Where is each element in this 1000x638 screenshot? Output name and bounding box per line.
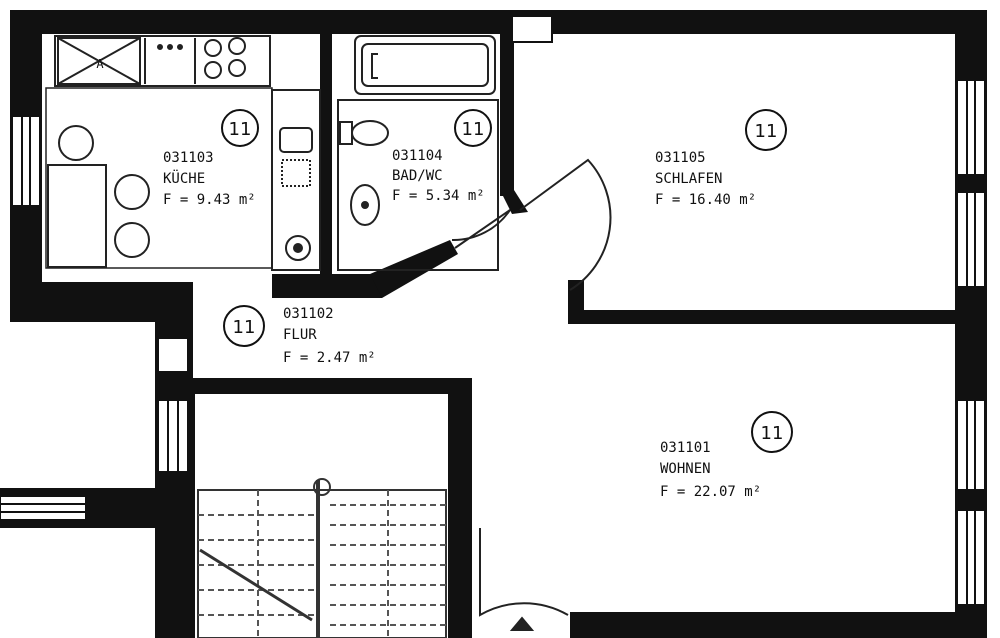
wall-bath-bedroom — [500, 34, 514, 196]
toilet-icon — [351, 120, 389, 146]
wall-bedroom-bottom — [572, 310, 957, 324]
windows — [0, 15, 986, 606]
room-badge-number: 11 — [755, 121, 778, 142]
kitchen-appliance-label: A — [96, 57, 104, 71]
door-bath — [451, 209, 511, 249]
room-area: F = 22.07 m² — [660, 484, 761, 500]
room-label-kueche: 11 031103 KÜCHE F = 9.43 m² — [163, 109, 259, 208]
window-bedroom-1 — [956, 79, 986, 176]
wash-basin-icon — [285, 235, 311, 261]
wall-bedroom-door-jamb — [568, 280, 584, 324]
kitchen-appliance-a — [57, 37, 141, 85]
room-badge — [751, 411, 793, 453]
wall-kitchen-bath — [320, 34, 332, 279]
kitchen-counter — [54, 35, 271, 87]
oven-knob-icon — [157, 44, 163, 50]
stove-burner-icon — [228, 59, 246, 77]
room-badge — [223, 305, 265, 347]
room-number: 031104 — [392, 148, 443, 164]
room-area: F = 2.47 m² — [283, 350, 376, 366]
room-badge — [221, 109, 259, 147]
room-area: F = 16.40 m² — [655, 192, 756, 208]
room-name: FLUR — [283, 327, 317, 343]
bathtub — [354, 35, 496, 95]
window-lower-left — [0, 495, 87, 521]
kitchen-fixtures: A — [45, 35, 321, 271]
wall-bath-bedroom-end — [500, 190, 528, 214]
room-name: WOHNEN — [660, 461, 711, 477]
room-badge — [454, 109, 492, 147]
dining-table — [47, 164, 107, 268]
chair-icon — [58, 125, 94, 161]
window-bedroom-2 — [956, 191, 986, 288]
oven-knob-icon — [167, 44, 173, 50]
room-number: 031102 — [283, 306, 334, 322]
window-flur — [157, 337, 189, 373]
room-badge — [745, 109, 787, 151]
oven-knob-icon — [177, 44, 183, 50]
bathroom-fixtures — [337, 35, 499, 271]
stair-frame — [197, 489, 447, 638]
sink-icon — [279, 127, 313, 153]
room-badge-number: 11 — [233, 317, 256, 338]
room-label-schlafen: 11 031105 SCHLAFEN F = 16.40 m² — [655, 109, 787, 208]
kitchen-side-counter — [271, 89, 321, 271]
stove-burner-icon — [228, 37, 246, 55]
bathroom-counter — [337, 99, 499, 271]
room-label-flur: 11 031102 FLUR F = 2.47 m² — [223, 305, 376, 366]
wall-living-bottom — [570, 612, 957, 638]
chair-icon — [114, 174, 150, 210]
wall-stair-right — [448, 378, 472, 638]
dishwasher-icon — [281, 159, 311, 187]
staircase — [197, 478, 447, 638]
window-kitchen — [11, 115, 41, 207]
room-name: BAD/WC — [392, 168, 443, 184]
room-label-wohnen: 11 031101 WOHNEN F = 22.07 m² — [660, 411, 793, 500]
room-badge-number: 11 — [462, 119, 485, 140]
chair-icon — [114, 222, 150, 258]
window-living-1 — [956, 399, 986, 491]
room-badge-number: 11 — [761, 423, 784, 444]
stair-post-icon — [313, 478, 331, 496]
wall-top — [10, 10, 985, 34]
room-number: 031103 — [163, 150, 214, 166]
entrance-arrow-icon — [509, 616, 535, 631]
door-entrance — [479, 528, 569, 617]
room-area: F = 9.43 m² — [163, 192, 256, 208]
window-living-2 — [956, 509, 986, 606]
room-badge-number: 11 — [229, 119, 252, 140]
bathroom-sink-icon — [350, 184, 380, 226]
stair-direction-line — [199, 548, 313, 622]
bathtub-drain-icon — [371, 53, 378, 79]
wall-stair-top — [155, 378, 470, 394]
door-bedroom — [519, 158, 612, 291]
room-number: 031105 — [655, 150, 706, 166]
room-name: KÜCHE — [163, 169, 205, 187]
doors — [451, 158, 612, 631]
walls — [0, 10, 987, 638]
stove-burner-icon — [204, 61, 222, 79]
room-number: 031101 — [660, 440, 711, 456]
window-top — [511, 15, 553, 43]
room-name: SCHLAFEN — [655, 171, 722, 187]
wall-bath-bottom — [272, 274, 382, 298]
kitchen-cupboard — [45, 87, 273, 269]
room-area: F = 5.34 m² — [392, 188, 485, 204]
room-label-bad: 11 031104 BAD/WC F = 5.34 m² — [392, 109, 492, 204]
stair-treads — [198, 490, 446, 638]
window-stair — [157, 399, 189, 473]
stove-burner-icon — [204, 39, 222, 57]
